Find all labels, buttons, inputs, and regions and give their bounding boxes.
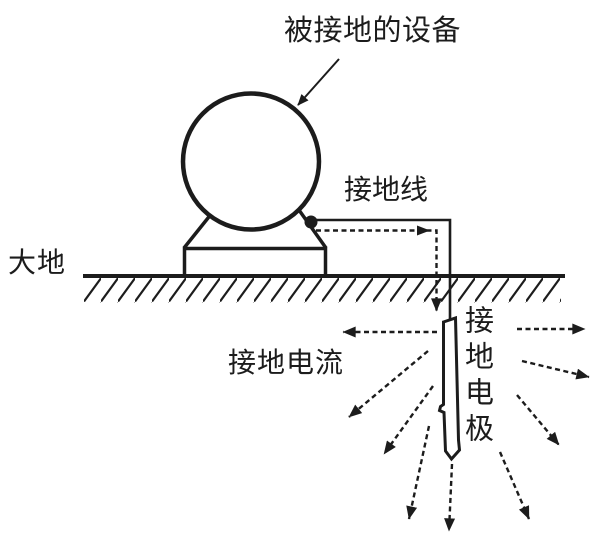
current-arrow-down — [444, 463, 456, 532]
pedestal-left-slant — [182, 211, 214, 250]
earth-label: 大地 — [8, 248, 67, 279]
current-arrow-left-down-1 — [348, 350, 429, 418]
current-arrow-right-down-1 — [521, 359, 590, 380]
label-leader-arrow — [297, 58, 340, 106]
soil-hatch — [84, 277, 561, 303]
connection-terminal-dot — [304, 215, 318, 229]
grounding-wire-label: 接地线 — [344, 175, 429, 206]
pedestal-base — [182, 246, 328, 276]
current-arrow-right-down-2 — [516, 394, 560, 446]
equipment-label: 被接地的设备 — [284, 15, 462, 47]
current-arrow-left-down-3 — [406, 425, 431, 520]
current-path-mid-arrowhead — [417, 225, 430, 236]
current-arrow-left-down-2 — [383, 385, 434, 455]
ground-electrode-rod — [437, 315, 462, 462]
grounding-wire-line — [312, 218, 452, 322]
ground-current-label: 接地电流 — [228, 348, 345, 379]
ground-current-arrows — [342, 323, 590, 532]
electrode-label: 接地电极 — [460, 305, 493, 449]
equipment-circle — [180, 91, 322, 232]
current-path-dashed — [316, 229, 442, 312]
current-arrow-right-down-3 — [498, 451, 531, 520]
